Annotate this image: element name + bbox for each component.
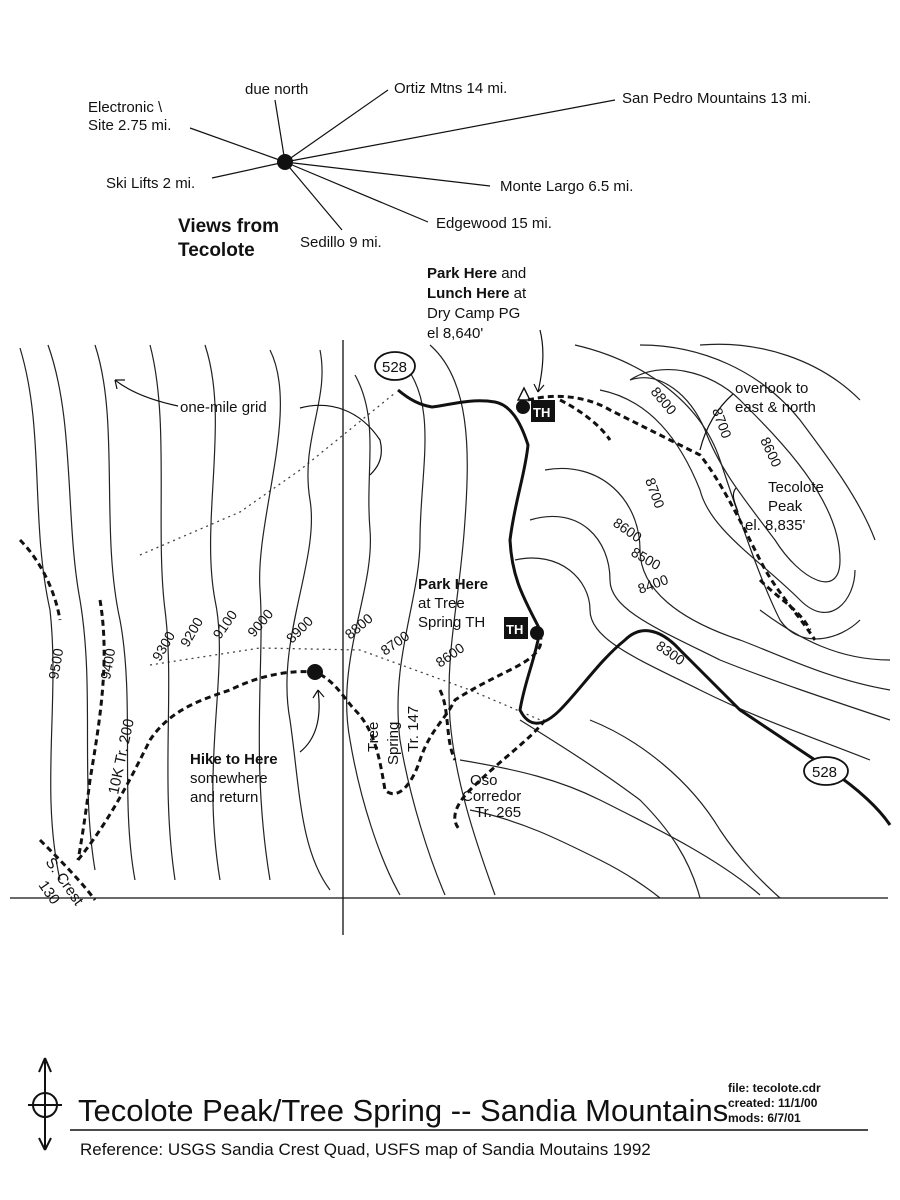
park-dry-camp-label: Park Here and Lunch Here at Dry Camp PG … bbox=[427, 265, 527, 342]
park-tree-spring-label: Park Here at Tree Spring TH bbox=[418, 576, 488, 631]
svg-text:8800: 8800 bbox=[648, 384, 680, 418]
svg-text:Park Here and: Park Here and bbox=[427, 265, 526, 282]
hike-to-here-label: Hike to Here somewhere and return bbox=[190, 751, 278, 806]
view-ski-lifts: Ski Lifts 2 mi. bbox=[106, 175, 195, 192]
svg-text:9100: 9100 bbox=[209, 607, 240, 642]
svg-text:9300: 9300 bbox=[149, 628, 179, 663]
views-compass bbox=[189, 89, 616, 231]
svg-text:Dry Camp PG: Dry Camp PG bbox=[427, 305, 520, 322]
tree-spring-trailhead-dot bbox=[530, 626, 544, 640]
svg-text:east & north: east & north bbox=[735, 399, 816, 416]
file-name: file: tecolote.cdr bbox=[728, 1081, 821, 1095]
tecolote-viewpoint-dot bbox=[277, 154, 293, 170]
svg-text:8900: 8900 bbox=[283, 613, 316, 646]
svg-text:el. 8,835': el. 8,835' bbox=[745, 517, 806, 534]
svg-text:8700: 8700 bbox=[642, 476, 668, 511]
view-ortiz: Ortiz Mtns 14 mi. bbox=[394, 80, 507, 97]
svg-text:TH: TH bbox=[506, 622, 523, 637]
svg-text:Spring TH: Spring TH bbox=[418, 614, 485, 631]
svg-text:Peak: Peak bbox=[768, 498, 803, 515]
oso-corredor-label: Oso Corredor Tr. 265 bbox=[462, 772, 521, 821]
modified-date: mods: 6/7/01 bbox=[728, 1111, 801, 1125]
view-electronic-line2: Site 2.75 mi. bbox=[88, 117, 171, 134]
svg-text:el 8,640': el 8,640' bbox=[427, 325, 483, 342]
tree-spring-trail-label: Tree Spring Tr. 147 bbox=[365, 706, 422, 765]
svg-text:8400: 8400 bbox=[636, 571, 671, 597]
svg-text:overlook to: overlook to bbox=[735, 380, 808, 397]
view-monte-largo: Monte Largo 6.5 mi. bbox=[500, 178, 633, 195]
svg-text:9200: 9200 bbox=[177, 614, 207, 649]
svg-text:Tr. 147: Tr. 147 bbox=[405, 706, 422, 752]
view-san-pedro: San Pedro Mountains 13 mi. bbox=[622, 90, 811, 107]
svg-text:Oso: Oso bbox=[470, 772, 498, 789]
svg-text:8500: 8500 bbox=[629, 544, 664, 574]
svg-text:TH: TH bbox=[533, 405, 550, 420]
tecolote-peak-label: Tecolote Peak el. 8,835' bbox=[745, 479, 824, 534]
svg-text:9400: 9400 bbox=[97, 647, 118, 681]
svg-text:8700: 8700 bbox=[709, 406, 735, 441]
svg-text:Corredor: Corredor bbox=[462, 788, 521, 805]
svg-text:at Tree: at Tree bbox=[418, 595, 465, 612]
svg-text:8600: 8600 bbox=[757, 435, 785, 470]
svg-text:Lunch Here at: Lunch Here at bbox=[427, 285, 527, 302]
svg-text:Spring: Spring bbox=[385, 722, 402, 765]
created-date: created: 11/1/00 bbox=[728, 1096, 818, 1110]
contour-elevation-labels: 9500 9400 9300 9200 9100 9000 8900 8800 … bbox=[45, 384, 785, 681]
view-electronic-line1: Electronic \ bbox=[88, 99, 163, 116]
overlook-label: overlook to east & north bbox=[735, 380, 816, 416]
svg-text:and return: and return bbox=[190, 789, 258, 806]
svg-text:Tr. 265: Tr. 265 bbox=[475, 804, 521, 821]
trails bbox=[18, 394, 817, 901]
view-edgewood: Edgewood 15 mi. bbox=[436, 215, 552, 232]
svg-text:9500: 9500 bbox=[45, 647, 66, 681]
svg-text:9000: 9000 bbox=[244, 606, 276, 640]
south-crest-trail-label: S. Crest 130 bbox=[35, 855, 87, 910]
map-grid bbox=[10, 340, 888, 935]
svg-text:Tree: Tree bbox=[365, 722, 382, 752]
highway-528 bbox=[397, 388, 892, 826]
view-due-north: due north bbox=[245, 81, 308, 98]
dry-camp-trailhead-dot bbox=[516, 400, 530, 414]
views-heading-line1: Views from bbox=[178, 216, 279, 237]
reference-note: Reference: USGS Sandia Crest Quad, USFS … bbox=[80, 1140, 651, 1159]
svg-text:8700: 8700 bbox=[378, 627, 413, 658]
one-mile-grid-label: one-mile grid bbox=[180, 399, 267, 416]
north-arrow-icon bbox=[28, 1057, 62, 1151]
svg-text:528: 528 bbox=[812, 764, 837, 781]
svg-text:Tecolote: Tecolote bbox=[768, 479, 824, 496]
svg-text:Hike to Here: Hike to Here bbox=[190, 751, 278, 768]
svg-text:8800: 8800 bbox=[342, 610, 376, 642]
svg-text:Park Here: Park Here bbox=[418, 576, 488, 593]
views-heading-line2: Tecolote bbox=[178, 240, 255, 261]
svg-text:528: 528 bbox=[382, 359, 407, 376]
hike-destination-dot bbox=[307, 664, 323, 680]
pointer-arrows bbox=[114, 329, 739, 753]
tree-spring-th-badge: TH bbox=[504, 617, 528, 639]
map-title: Tecolote Peak/Tree Spring -- Sandia Moun… bbox=[78, 1093, 728, 1128]
svg-text:somewhere: somewhere bbox=[190, 770, 268, 787]
ten-k-trail-label: 10K Tr. 200 bbox=[105, 717, 138, 796]
route-shield-528-top: 528 bbox=[374, 351, 416, 381]
dry-camp-th-badge: TH bbox=[531, 400, 555, 422]
view-sedillo: Sedillo 9 mi. bbox=[300, 234, 382, 251]
picnic-ground-icon bbox=[516, 386, 532, 401]
route-shield-528-bottom: 528 bbox=[803, 756, 849, 786]
